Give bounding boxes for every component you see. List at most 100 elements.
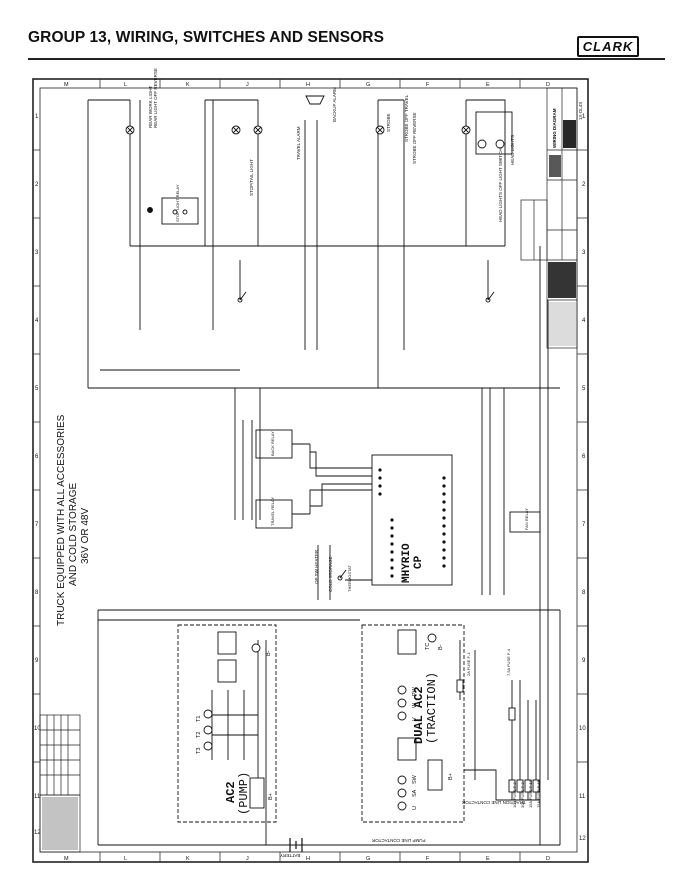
travel-relay-label: TRAVEL RELAY: [270, 496, 275, 526]
drawing-number-label: 1X-DL4S: [578, 101, 583, 120]
svg-text:2: 2: [582, 182, 586, 188]
fuse-f4-label: 7.5A FUSE F-4: [506, 649, 511, 676]
svg-text:9: 9: [582, 658, 586, 664]
svg-text:12: 12: [34, 830, 41, 836]
cp-pins: [378, 468, 446, 578]
fuse-f15-label: 15A FUSE F-15: [536, 779, 541, 808]
truck-note-line: TRUCK EQUIPPED WITH ALL ACCESSORIES: [56, 414, 67, 626]
svg-text:5: 5: [582, 386, 586, 392]
svg-text:F: F: [426, 856, 430, 862]
truck-note-line: 36V OR 48V: [80, 507, 91, 564]
traction-label-line: (TRACTION): [425, 671, 439, 744]
svg-text:K: K: [186, 856, 190, 862]
svg-text:K: K: [186, 82, 190, 88]
svg-text:J: J: [246, 856, 249, 862]
svg-text:2: 2: [35, 182, 39, 188]
svg-text:L: L: [124, 82, 127, 88]
heater-label: OP SW HEATER: [314, 549, 319, 584]
strobe-off-reverse-label: STROBE OFF REVERSE: [412, 112, 417, 164]
cp-controller-label: MHYRIO CP: [401, 543, 425, 583]
lamp-symbols: [125, 125, 471, 135]
svg-text:1: 1: [582, 114, 586, 120]
terminal-b-plus: B+: [448, 773, 454, 780]
svg-text:G: G: [366, 856, 370, 862]
grid-ticks: [33, 79, 588, 862]
svg-text:6: 6: [35, 454, 39, 460]
svg-text:4: 4: [35, 318, 39, 324]
svg-text:11: 11: [34, 794, 41, 800]
svg-text:7: 7: [582, 522, 586, 528]
svg-text:5: 5: [35, 386, 39, 392]
strobe-off-travel-label: STROBE OFF TRAVEL: [404, 94, 409, 142]
backup-alarm-label: BACKUP ALARM: [332, 87, 337, 122]
svg-text:10: 10: [579, 726, 586, 732]
terminal-t3: T3: [196, 747, 202, 754]
svg-text:F: F: [426, 82, 430, 88]
fan-relay-label: FAN RELAY: [524, 508, 529, 530]
pump-line-contactor-label: PUMP LINE CONTACTOR: [372, 838, 426, 843]
title-block: [520, 87, 578, 349]
back-relay-label: BACK RELAY: [270, 431, 275, 456]
battery-symbol: [289, 838, 303, 852]
truck-note-line: AND COLD STORAGE: [68, 482, 79, 586]
fuse-f1-label: 2A FUSE F-1: [466, 652, 471, 676]
cp-label-line: MHYRIO: [401, 543, 413, 583]
svg-text:L: L: [124, 856, 127, 862]
svg-text:3: 3: [582, 250, 586, 256]
label-text: REAR LIGHT OFF REVERSE: [153, 68, 158, 128]
stop-light-relay-label: STOP LIGHT RELAY: [175, 184, 180, 223]
header-rule: [28, 58, 665, 60]
terminal-t2: T2: [196, 731, 202, 738]
fuse-symbols: [456, 679, 540, 793]
cp-label-line: CP: [413, 555, 425, 569]
stop-light-relay-symbol: [147, 197, 199, 225]
rear-work-light-label: REAR WORK LIGHT REAR LIGHT OFF REVERSE: [148, 68, 158, 128]
svg-text:D: D: [546, 856, 550, 862]
battery-label: BATTERY: [280, 853, 301, 858]
head-lights-off-label: HEAD LIGHTS OFF LIGHT SWITCH: [498, 148, 503, 222]
svg-text:4: 4: [582, 318, 586, 324]
page-title: GROUP 13, WIRING, SWITCHES AND SENSORS: [28, 29, 385, 46]
cold-storage-label: COLD STORAGE: [328, 556, 333, 592]
thermostat-label: THERMOSTAT: [347, 565, 352, 592]
fuse-f2-label: 10A FUSE F-2: [512, 782, 517, 808]
svg-text:12: 12: [579, 836, 586, 842]
pump-controller-label: AC2 (PUMP): [224, 772, 251, 815]
wiring-title-label: WIRING DIAGRAM: [552, 108, 557, 149]
drawing-frame: [32, 78, 589, 863]
svg-text:G: G: [366, 82, 370, 88]
svg-text:E: E: [486, 856, 490, 862]
title-block-fill: [548, 120, 576, 346]
wiring-lines: [87, 99, 561, 846]
terminal-t1: T1: [196, 715, 202, 722]
svg-text:11: 11: [579, 794, 586, 800]
svg-text:8: 8: [582, 590, 586, 596]
strobe-label: STROBE: [386, 113, 391, 132]
stop-tail-light-label: STOP/TAIL LIGHT: [249, 159, 254, 196]
svg-text:E: E: [486, 82, 490, 88]
terminal-sa: SA: [412, 789, 418, 797]
fuse-f10-label: 15A FUSE F-10: [528, 779, 533, 808]
travel-alarm-label: TRAVEL ALARM: [296, 126, 301, 160]
terminal-u: U: [412, 806, 418, 810]
truck-note: TRUCK EQUIPPED WITH ALL ACCESSORIES AND …: [56, 415, 92, 626]
head-lights-label: HEAD LIGHTS: [510, 134, 515, 165]
terminal-pw: PW: [412, 687, 418, 696]
pump-terminal-b-minus: B-: [266, 650, 272, 657]
head-lights-symbol: [475, 111, 513, 155]
switch-symbols: [237, 291, 495, 581]
svg-text:10: 10: [34, 726, 41, 732]
terminal-b-minus: B-: [438, 644, 444, 651]
backup-alarm-symbol: [305, 95, 325, 105]
svg-text:D: D: [546, 82, 550, 88]
brand-logo: CLARK: [577, 36, 639, 57]
svg-text:6: 6: [582, 454, 586, 460]
svg-text:H: H: [306, 82, 310, 88]
terminal-tc: TC: [425, 642, 431, 650]
terminal-sw: SW: [412, 775, 418, 784]
svg-text:8: 8: [35, 590, 39, 596]
svg-text:J: J: [246, 82, 249, 88]
notes-block: [42, 797, 78, 850]
